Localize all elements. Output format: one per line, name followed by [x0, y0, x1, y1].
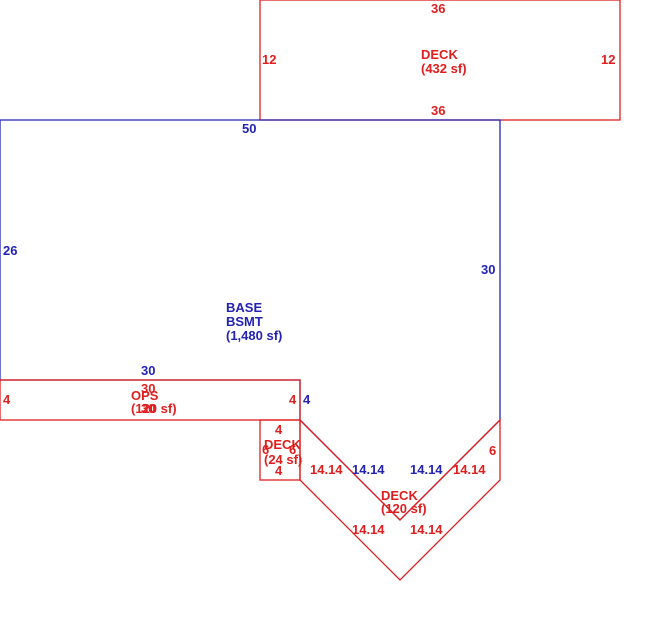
dim-base-bottom: 30 — [141, 363, 155, 378]
dim-small-top: 4 — [275, 422, 283, 437]
base-label-line1: BASE — [226, 300, 262, 315]
dim-deck-b-outer-left: 14.14 — [352, 522, 385, 537]
dim-deck-b-outer-right: 14.14 — [410, 522, 443, 537]
dim-ops-right: 4 — [289, 392, 297, 407]
dim-base-left: 26 — [3, 243, 17, 258]
dim-deck-top-left: 12 — [262, 52, 276, 67]
ops-outline — [0, 379, 301, 421]
dim-base-diag-1: 14.14 — [352, 462, 385, 477]
ops-area: (120 sf) — [131, 401, 177, 416]
ops-label: OPS — [131, 388, 159, 403]
dim-small-left: 6 — [262, 442, 269, 457]
dim-small-right: 6 — [289, 442, 296, 457]
deck-small-label: DECK — [264, 437, 301, 452]
deck-small-area: (24 sf) — [264, 452, 302, 467]
dim-base-step: 4 — [303, 392, 311, 407]
dim-base-right: 30 — [481, 262, 495, 277]
dim-deck-b-right: 6 — [489, 443, 496, 458]
base-area: (1,480 sf) — [226, 328, 282, 343]
dim-deck-top-bottom: 36 — [431, 103, 445, 118]
dim-ops-bottom: 30 — [141, 401, 155, 416]
dim-ops-top: 30 — [141, 381, 155, 396]
dim-deck-top-top: 36 — [431, 1, 445, 16]
deck-top-label: DECK — [421, 47, 458, 62]
dim-deck-b-inner-left: 14.14 — [310, 462, 343, 477]
dim-deck-b-inner-right: 14.14 — [453, 462, 486, 477]
deck-bottom-area: (120 sf) — [381, 501, 427, 516]
dim-base-diag-2: 14.14 — [410, 462, 443, 477]
dim-ops-left: 4 — [3, 392, 11, 407]
dim-small-bottom: 4 — [275, 463, 283, 478]
dim-deck-top-right: 12 — [601, 52, 615, 67]
dim-base-top: 50 — [242, 121, 256, 136]
deck-top-area: (432 sf) — [421, 61, 467, 76]
base-label-line2: BSMT — [226, 314, 263, 329]
deck-bottom-outline — [299, 418, 501, 581]
deck-bottom-label: DECK — [381, 488, 418, 503]
